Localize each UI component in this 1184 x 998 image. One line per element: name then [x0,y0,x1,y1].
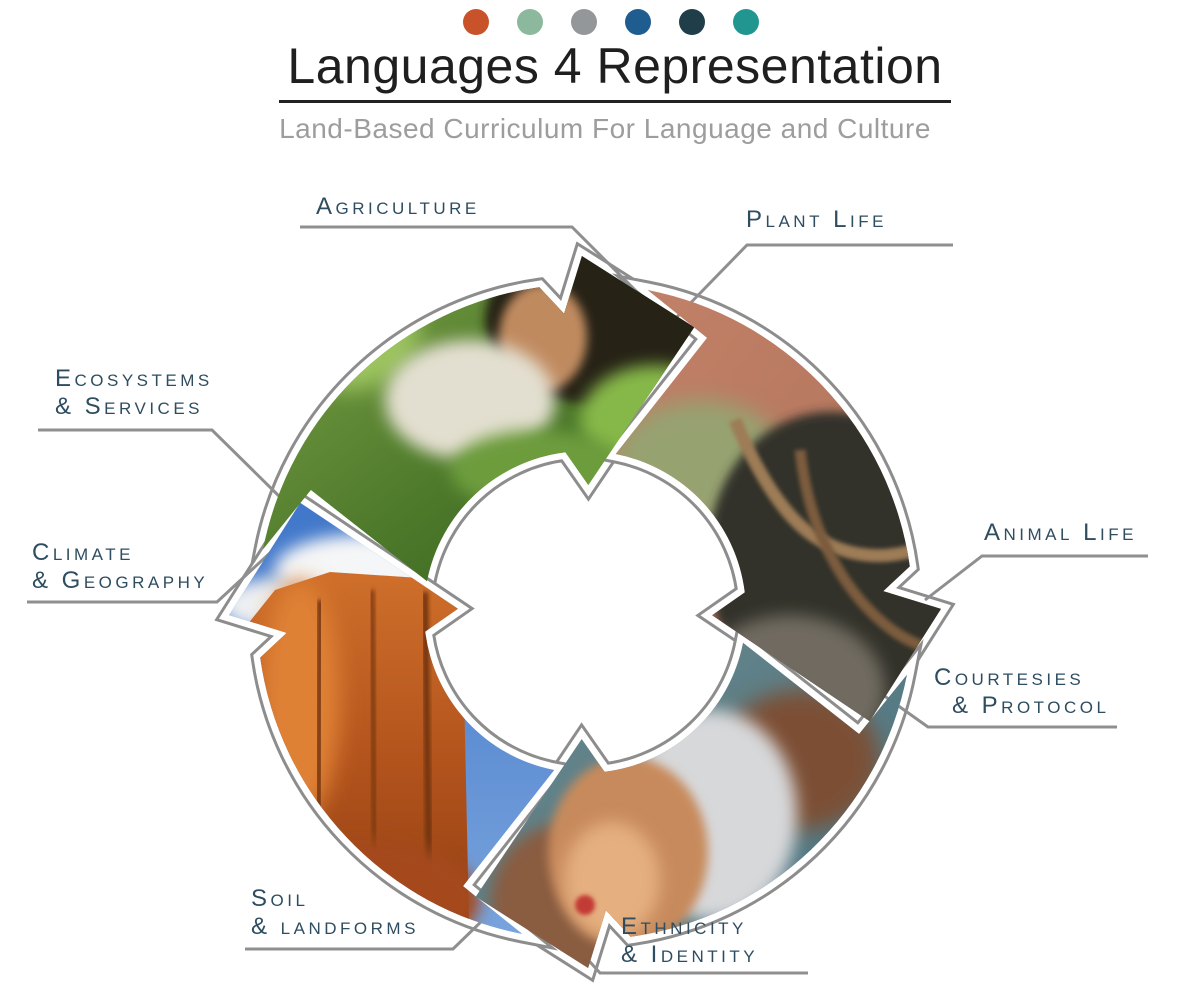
label-courtesies: Courtesies & Protocol [934,664,1110,719]
label-climate: Climate & Geography [32,539,209,594]
label-ethnicity: Ethnicity & Identity [621,913,759,968]
page-subtitle: Land-Based Curriculum For Language and C… [279,112,931,144]
leader-agriculture [300,225,662,317]
palette-dot [517,9,543,35]
palette-dot [679,9,705,35]
leader-lines [27,225,1148,975]
palette-dot [625,9,651,35]
leader-ecosystems [38,428,287,504]
color-dots [463,9,759,35]
header: Languages 4 Representation Land-Based Cu… [0,40,1184,145]
leader-soil [245,914,489,951]
label-agriculture: Agriculture [316,193,480,220]
leader-animal-life [924,554,1148,602]
label-ecosystems: Ecosystems & Services [55,365,213,420]
label-plant-life: Plant Life [746,206,887,233]
palette-dot [733,9,759,35]
palette-dot [463,9,489,35]
page-title: Languages 4 Representation [279,40,951,103]
label-animal-life: Animal Life [984,519,1137,546]
ethnicity-photo: Smiling elderly Indigenous woman with wh… [475,642,907,968]
palette-dot [571,9,597,35]
leader-plant-life [670,243,953,324]
label-soil: Soil & landforms [251,885,419,940]
